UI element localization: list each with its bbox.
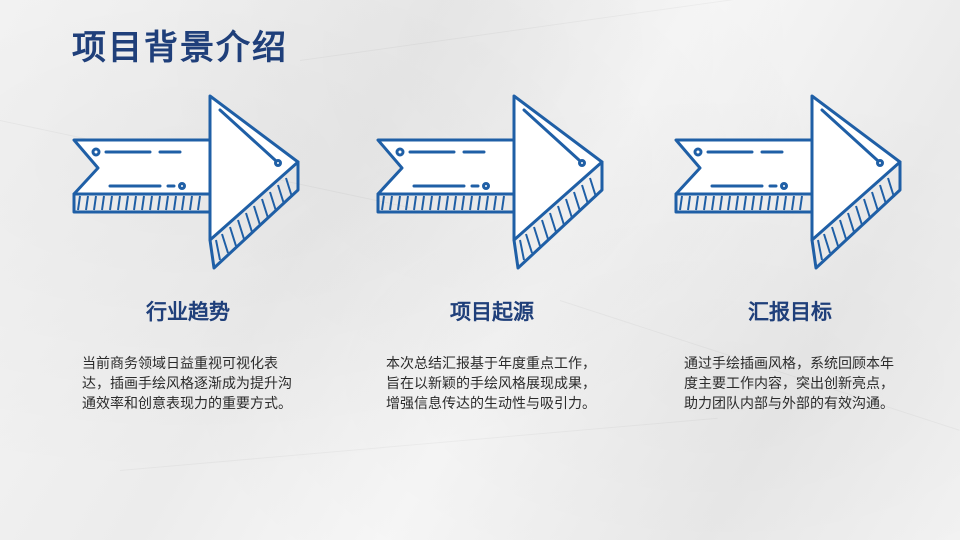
section-heading: 行业趋势: [146, 300, 230, 324]
section-report-goal: 汇报目标 通过手绘插画风格，系统回顾本年度主要工作内容，突出创新亮点，助力团队内…: [664, 90, 904, 450]
page-title: 项目背景介绍: [72, 28, 288, 68]
hand-drawn-arrow-icon: [674, 94, 902, 270]
section-description: 通过手绘插画风格，系统回顾本年度主要工作内容，突出创新亮点，助力团队内部与外部的…: [684, 356, 894, 412]
section-industry-trend: 行业趋势 当前商务领域日益重视可视化表达，插画手绘风格逐渐成为提升沟通效率和创意…: [62, 90, 302, 450]
section-project-origin: 项目起源 本次总结汇报基于年度重点工作，旨在以新颖的手绘风格展现成果，增强信息传…: [366, 90, 606, 450]
section-heading: 项目起源: [450, 300, 534, 324]
paper-crease: [300, 0, 795, 61]
hand-drawn-arrow-icon: [376, 94, 604, 270]
section-description: 本次总结汇报基于年度重点工作，旨在以新颖的手绘风格展现成果，增强信息传达的生动性…: [386, 356, 596, 412]
section-description: 当前商务领域日益重视可视化表达，插画手绘风格逐渐成为提升沟通效率和创意表现力的重…: [82, 356, 292, 412]
hand-drawn-arrow-icon: [72, 94, 300, 270]
section-heading: 汇报目标: [748, 300, 832, 324]
